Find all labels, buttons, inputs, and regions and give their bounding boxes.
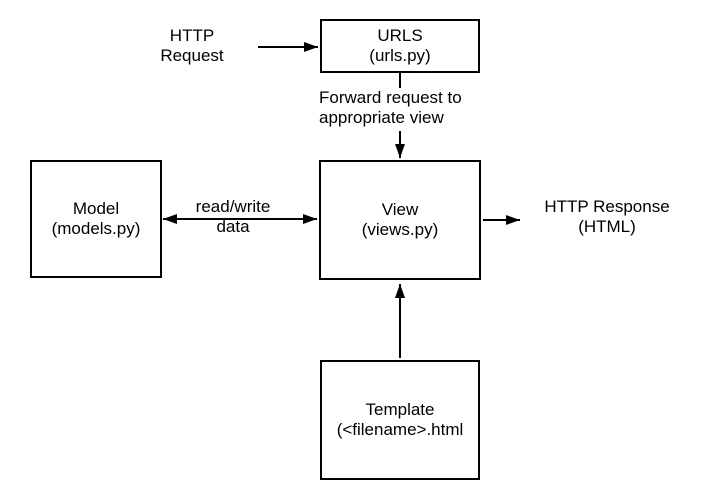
label-forward-request-line2: appropriate view <box>319 108 444 127</box>
node-urls: URLS (urls.py) <box>320 19 480 73</box>
node-view: View (views.py) <box>319 160 481 280</box>
label-http-response-line1: HTTP Response <box>544 197 670 216</box>
node-urls-subtitle: (urls.py) <box>369 46 431 65</box>
node-view-subtitle: (views.py) <box>361 220 439 239</box>
label-forward-request-line1: Forward request to <box>319 88 462 107</box>
label-forward-request: Forward request to appropriate view <box>319 88 494 128</box>
node-model: Model (models.py) <box>30 160 162 278</box>
label-http-response: HTTP Response (HTML) <box>532 197 682 237</box>
label-http-response-line2: (HTML) <box>578 217 636 236</box>
node-urls-title: URLS <box>377 26 423 45</box>
node-view-title: View <box>381 200 419 219</box>
label-read-write-line2: data <box>216 217 250 236</box>
label-http-request-line2: Request <box>160 46 224 65</box>
node-template: Template (<filename>.html <box>320 360 480 480</box>
label-http-request: HTTP Request <box>137 26 247 66</box>
label-read-write-line1: read/write <box>195 197 271 216</box>
node-template-title: Template <box>365 400 435 419</box>
node-template-subtitle: (<filename>.html <box>336 420 464 439</box>
node-model-title: Model <box>72 199 120 218</box>
label-read-write-data: read/write data <box>173 197 293 237</box>
label-http-request-line1: HTTP <box>169 26 215 45</box>
node-model-subtitle: (models.py) <box>51 219 141 238</box>
